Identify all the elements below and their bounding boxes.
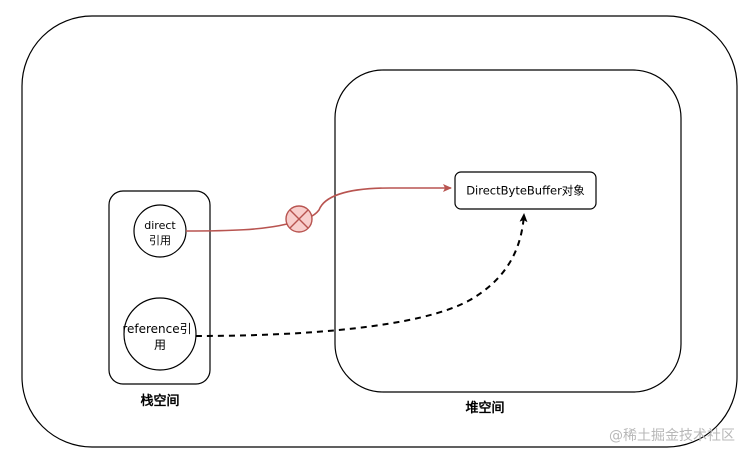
reference-ref-node — [123, 297, 197, 371]
stack-space-label: 栈空间 — [140, 393, 179, 409]
reference-dashed-link — [195, 213, 528, 337]
reference-ref-label-1: reference引 — [122, 322, 191, 336]
direct-ref-label-1: direct — [144, 219, 176, 232]
direct-byte-buffer-node — [454, 171, 597, 210]
heap-space-label: 堆空间 — [465, 400, 504, 416]
reference-ref-label-2: 用 — [154, 338, 166, 352]
outer-container — [21, 15, 738, 448]
heap-region — [334, 69, 682, 393]
direct-broken-link — [185, 184, 452, 232]
broken-link-cross-icon — [285, 205, 313, 233]
direct-ref-label-2: 引用 — [149, 233, 171, 247]
direct-byte-buffer-label: DirectByteBuffer对象 — [466, 184, 585, 198]
watermark-text: @稀土掘金技术社区 — [609, 428, 735, 444]
stack-region — [108, 190, 211, 385]
